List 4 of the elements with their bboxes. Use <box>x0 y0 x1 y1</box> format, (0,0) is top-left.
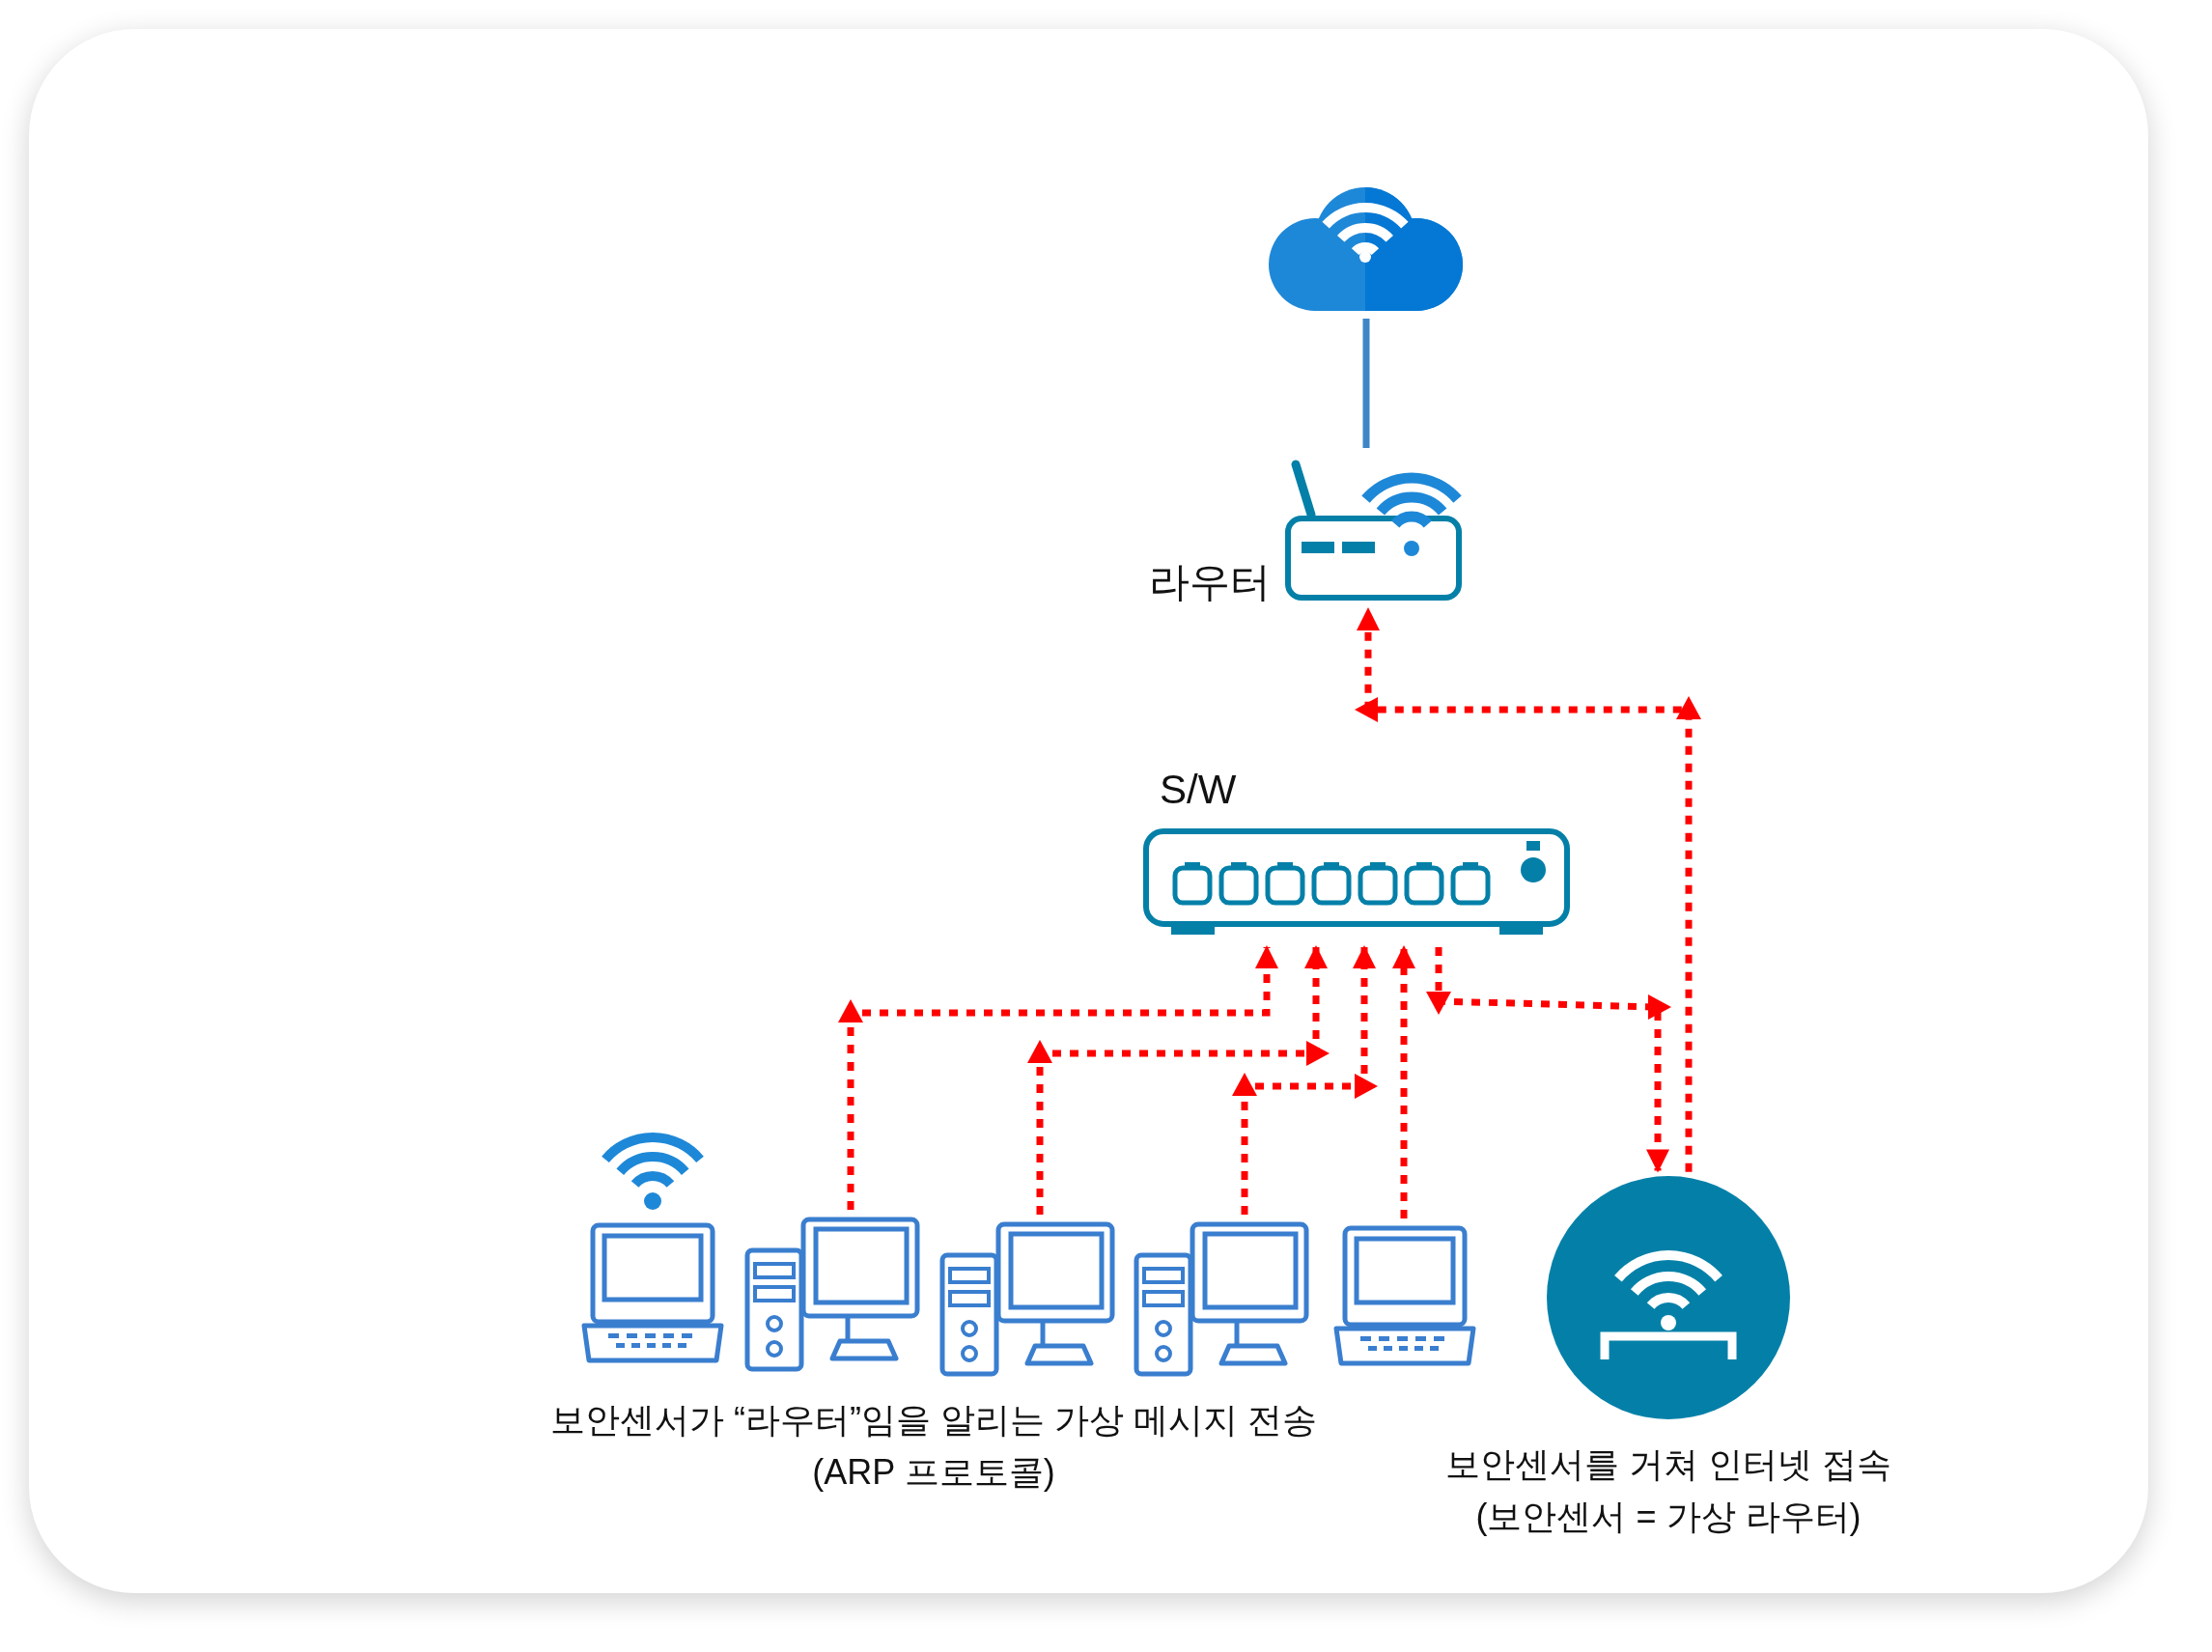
node-label: 보안센서를 거쳐 인터넷 접속 (보안센서 = 가상 라우터) <box>1444 1443 1892 1538</box>
node-label: S/W <box>1160 768 1237 813</box>
caption: 보안센서가 “라우터”임을 알리는 가상 메시지 전송 (ARP 프로토콜) <box>549 1399 1318 1494</box>
node-label: 라우터 <box>1149 560 1271 605</box>
